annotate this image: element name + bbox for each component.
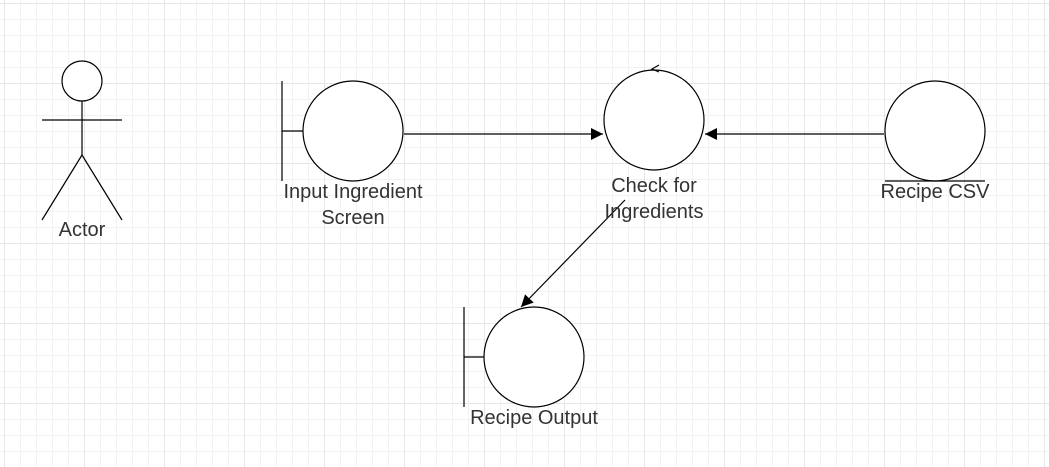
- edges: [404, 128, 884, 308]
- check-for-ingredients-label: Check for Ingredients: [584, 173, 724, 225]
- boundary-input-ingredient-screen-icon[interactable]: [281, 80, 404, 182]
- actor-label: Actor: [58, 219, 106, 241]
- recipe-csv-label: Recipe CSV: [880, 181, 990, 203]
- control-check-for-ingredients-icon[interactable]: [603, 64, 705, 171]
- edge-check-to-output[interactable]: [520, 199, 626, 308]
- check-for-ingredients-label-line2: Ingredients: [604, 201, 704, 223]
- input-ingredient-screen-label-line2: Screen: [321, 207, 385, 229]
- boundary-recipe-output-icon[interactable]: [463, 306, 585, 408]
- input-ingredient-screen-label: Input Ingredient Screen: [253, 179, 453, 231]
- input-ingredient-screen-label-line1: Input Ingredient: [283, 181, 423, 203]
- entity-recipe-csv-icon[interactable]: [884, 80, 986, 182]
- check-for-ingredients-label-line1: Check for: [611, 175, 697, 197]
- actor-icon[interactable]: [41, 60, 123, 221]
- recipe-output-label: Recipe Output: [470, 407, 598, 429]
